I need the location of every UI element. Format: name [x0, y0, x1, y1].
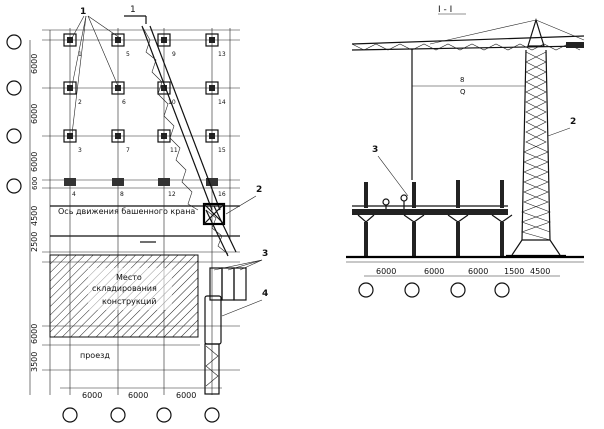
crane-boom-plan [141, 25, 237, 257]
section-dim-5: 4500 [530, 267, 550, 276]
column-elements [63, 33, 219, 186]
col-num: 2 [78, 99, 82, 106]
hook-label-top: 8 [460, 76, 464, 84]
dim-lower-3: 6000 [30, 324, 39, 344]
col-num: 15 [218, 147, 226, 154]
dim-lower-1: 4500 [30, 206, 39, 226]
storage-label-line2: складирования [92, 284, 157, 293]
section-dim-2: 6000 [424, 267, 444, 276]
col-num: 10 [168, 99, 176, 106]
crane-axis-label: Ось движения башенного крана [58, 207, 195, 216]
col-num: 14 [218, 99, 226, 106]
hook-label-bottom: Q [460, 88, 466, 96]
dim-bottom-1: 6000 [82, 391, 102, 400]
callout-3: 3 [262, 249, 268, 259]
col-num: 7 [126, 147, 130, 154]
col-num: 6 [122, 99, 126, 106]
callout-1: 1 [80, 7, 86, 17]
plan-view: 1 5 9 13 2 6 10 14 3 7 11 15 4 8 12 16 1… [6, 5, 268, 423]
dim-lower-2: 2500 [30, 232, 39, 252]
col-num: 3 [78, 147, 82, 154]
col-num: 13 [218, 51, 226, 58]
col-num: 11 [170, 147, 178, 154]
col-num: 9 [172, 51, 176, 58]
col-num: 16 [218, 191, 226, 198]
col-num: 4 [72, 191, 76, 198]
section-view: I - I 8 Q 2 3 [346, 5, 585, 298]
section-title: I - I [438, 5, 452, 15]
section-dim-3: 6000 [468, 267, 488, 276]
col-num: 1 [78, 51, 82, 58]
dim-bottom-2: 6000 [128, 391, 148, 400]
passage-label: проезд [80, 351, 110, 360]
dim-row-1: 6000 [30, 54, 39, 74]
section-dim-1: 6000 [376, 267, 396, 276]
transport-vehicles [204, 267, 247, 395]
callout-4: 4 [262, 289, 268, 299]
col-num: 8 [120, 191, 124, 198]
section-callout-3: 3 [372, 145, 378, 155]
callout-2: 2 [256, 185, 262, 195]
col-num: 12 [168, 191, 176, 198]
col-num: 5 [126, 51, 130, 58]
dim-lower-4: 3500 [30, 352, 39, 372]
lower-supports [357, 214, 513, 256]
dim-row-3: 6000 [30, 152, 39, 172]
storage-label-line1: Место [116, 273, 142, 282]
section-marker: 1 [130, 5, 136, 15]
section-callout-2: 2 [570, 117, 576, 127]
crane-tower [506, 49, 566, 258]
upper-columns [364, 180, 504, 208]
storage-label-line3: конструкций [102, 297, 157, 306]
dim-row-4: 600 [31, 177, 39, 190]
section-dim-4: 1500 [504, 267, 524, 276]
dim-row-2: 6000 [30, 104, 39, 124]
dim-bottom-3: 6000 [176, 391, 196, 400]
